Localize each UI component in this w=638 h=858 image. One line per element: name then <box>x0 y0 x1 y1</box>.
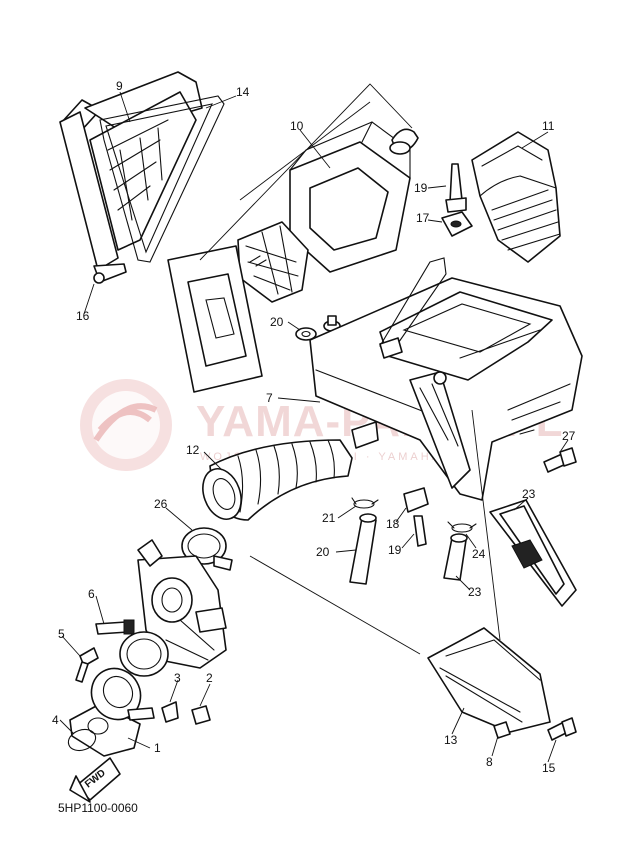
callout-14: 14 <box>236 85 250 99</box>
part-15-bolt[interactable] <box>547 717 577 741</box>
callout-24: 23 <box>468 585 482 599</box>
part-3-clip[interactable] <box>161 701 179 723</box>
leader-lines <box>59 91 569 763</box>
diagram-code: 5HP1100-0060 <box>58 801 138 815</box>
callout-15: 15 <box>542 761 556 775</box>
callout-17: 17 <box>416 211 430 225</box>
part-5-screw[interactable] <box>75 647 99 683</box>
callout-19-top: 19 <box>414 181 428 195</box>
assembly-lines <box>199 83 501 655</box>
part-8-grommet[interactable] <box>493 721 511 739</box>
part-9-filter-cover[interactable] <box>59 71 203 271</box>
part-19-drain-plug-bottom[interactable] <box>413 515 427 547</box>
callout-20: 20 <box>270 315 284 329</box>
part-2-cap[interactable] <box>191 705 211 725</box>
part-4-o-ring[interactable] <box>65 726 98 754</box>
part-21-drain-tube[interactable] <box>349 513 377 585</box>
part-12-connecting-boot[interactable] <box>196 439 353 525</box>
callout-27: 26 <box>154 497 168 511</box>
callout-13: 13 <box>444 733 458 747</box>
part-7-air-filter-case[interactable] <box>309 257 583 501</box>
callout-8: 8 <box>486 755 493 769</box>
part-13-intake-cover[interactable] <box>427 627 551 733</box>
callout-25: 24 <box>472 547 486 561</box>
part-10-filter-element[interactable] <box>289 121 411 273</box>
callout-12: 12 <box>186 443 200 457</box>
part-27-hose-clamp[interactable] <box>181 527 233 571</box>
part-1-carburetor-joint[interactable] <box>69 659 155 757</box>
callout-11: 11 <box>542 119 555 133</box>
part-23-screen[interactable] <box>489 499 577 607</box>
callout-22: 21 <box>322 511 336 525</box>
part-11-intake-duct[interactable] <box>471 131 561 263</box>
part-17-damper[interactable] <box>441 211 473 237</box>
callout-19-bottom: 19 <box>388 543 402 557</box>
part-6-clamp-bolt[interactable] <box>95 619 135 635</box>
wing-bolt[interactable] <box>249 128 419 267</box>
callout-1: 1 <box>154 741 161 755</box>
part-6-clamp-band[interactable] <box>119 631 169 677</box>
part-18-bracket[interactable] <box>403 487 429 513</box>
callout-26: 27 <box>562 429 576 443</box>
callout-7: 7 <box>266 391 273 405</box>
callout-16: 16 <box>76 309 90 323</box>
callout-6: 6 <box>88 587 95 601</box>
callout-21: 20 <box>316 545 330 559</box>
callout-23: 23 <box>522 487 536 501</box>
fwd-direction-tag: FWD <box>69 757 121 803</box>
part-24-drain-tube[interactable] <box>443 533 468 581</box>
callout-2: 2 <box>206 671 213 685</box>
callout-10: 10 <box>290 119 304 133</box>
part-22-clip[interactable] <box>351 497 379 509</box>
part-14-gasket[interactable] <box>99 95 225 263</box>
part-16-clip[interactable] <box>93 263 127 284</box>
callout-9: 9 <box>116 79 123 93</box>
callout-18: 18 <box>386 517 400 531</box>
watermark-logo-icon <box>80 379 172 471</box>
part-filter-frame[interactable] <box>167 245 263 393</box>
callout-5: 5 <box>58 627 65 641</box>
callout-labels: 9 14 10 11 19 17 16 20 7 12 27 26 23 21 … <box>52 79 576 775</box>
callout-4: 4 <box>52 713 59 727</box>
part-25-clip[interactable] <box>447 521 477 533</box>
part-26-bolt[interactable] <box>543 447 577 473</box>
part-19-drain-plug-top[interactable] <box>445 163 467 213</box>
callout-3: 3 <box>174 671 181 685</box>
